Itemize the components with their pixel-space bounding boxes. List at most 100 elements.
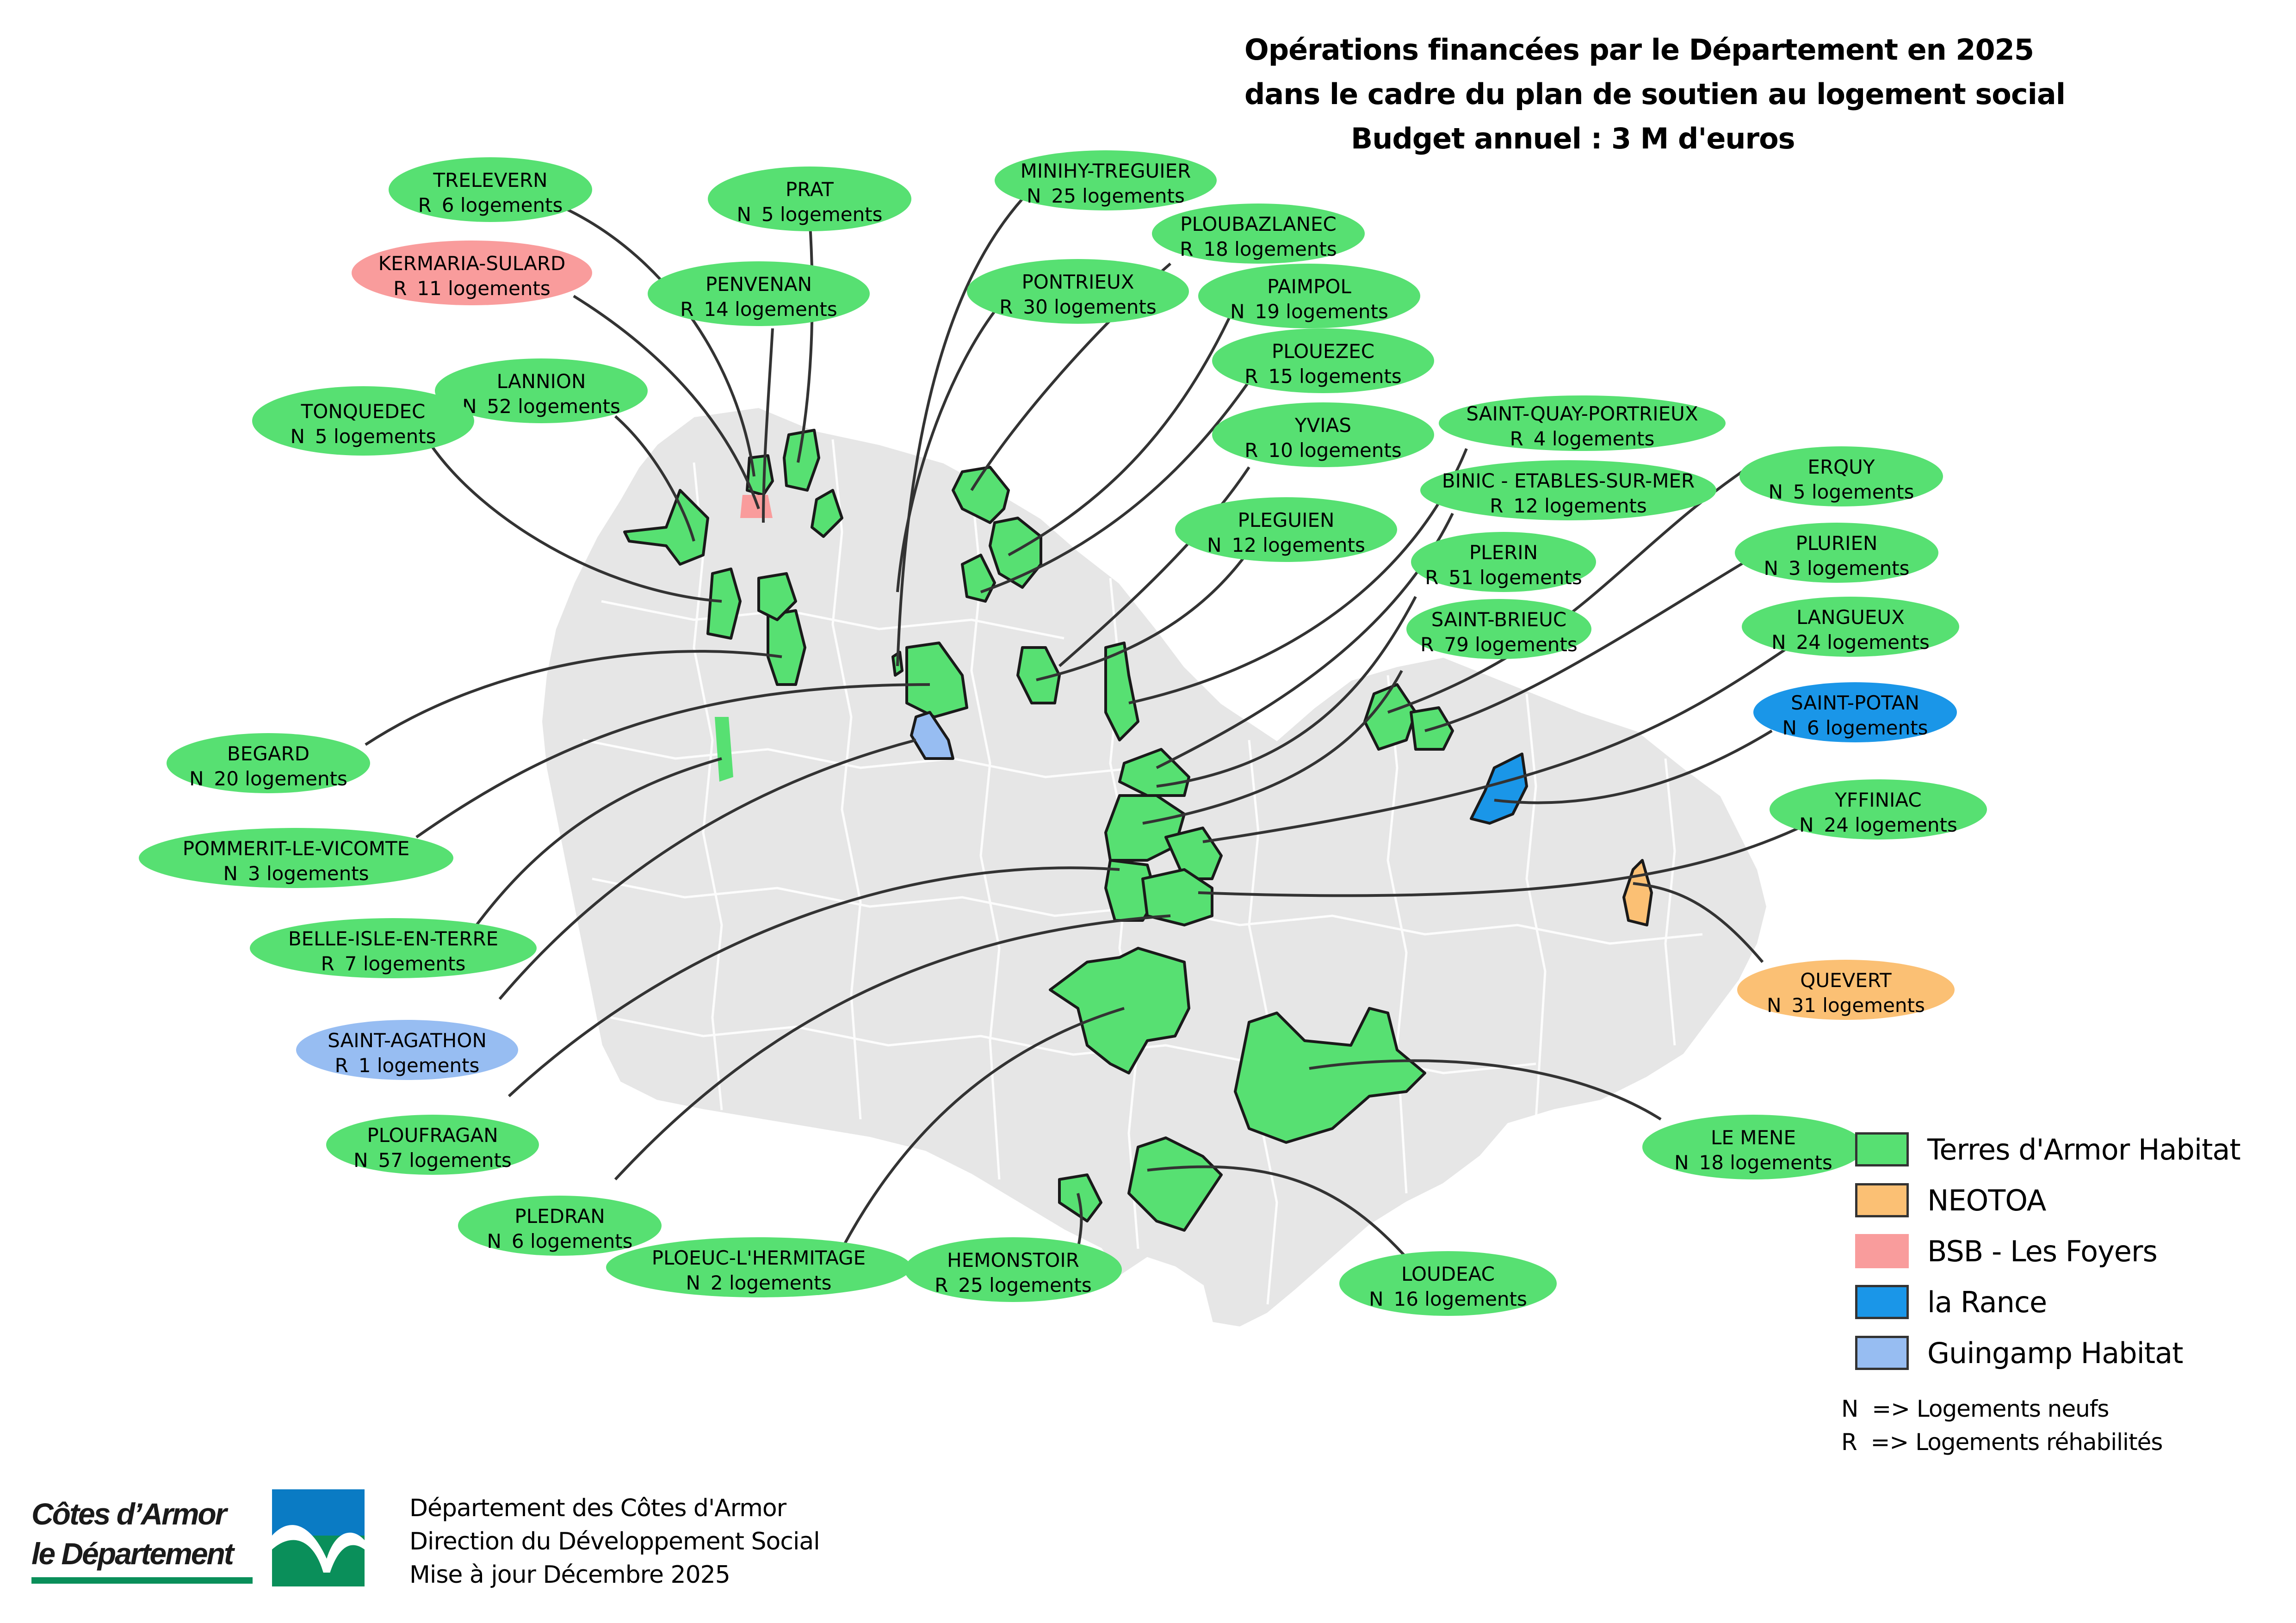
legend-note-n: N => Logements neufs bbox=[1841, 1395, 2109, 1422]
leader-lines bbox=[365, 198, 1810, 1264]
housing-count: 79 logements bbox=[1444, 633, 1577, 656]
leader-line-lannion bbox=[614, 415, 695, 542]
bubble-shape bbox=[1737, 960, 1955, 1020]
logo-line-1: Côtes d’Armor bbox=[31, 1497, 227, 1531]
department-logo: Côtes d’Armor le Département bbox=[31, 1489, 369, 1596]
housing-type: R bbox=[1244, 365, 1258, 388]
commune-name: BINIC - ETABLES-SUR-MER bbox=[1442, 469, 1695, 492]
leader-line-saint-agathon bbox=[498, 739, 916, 1000]
commune-shape-belle-isle bbox=[715, 717, 733, 782]
leader-line-yvias bbox=[1058, 466, 1250, 667]
housing-type: R bbox=[393, 277, 407, 300]
commune-name: PLERIN bbox=[1469, 541, 1538, 564]
housing-count: 3 logements bbox=[248, 862, 369, 885]
commune-name: LOUDEAC bbox=[1401, 1263, 1495, 1285]
commune-housing-count: N 2 logements bbox=[686, 1271, 831, 1294]
leader-line-belle-isle bbox=[475, 757, 722, 926]
bubble-shape bbox=[1406, 599, 1591, 659]
housing-type: N bbox=[1767, 994, 1781, 1017]
bubble-shape bbox=[389, 157, 592, 222]
commune-shape-saint-brieuc bbox=[1104, 794, 1186, 862]
housing-count: 20 logements bbox=[214, 767, 347, 790]
housing-count: 24 logements bbox=[1824, 814, 1957, 836]
commune-name: SAINT-QUAY-PORTRIEUX bbox=[1466, 402, 1698, 425]
commune-name: SAINT-BRIEUC bbox=[1431, 608, 1566, 631]
housing-type: N bbox=[1230, 300, 1244, 323]
commune-shape-saint-potan bbox=[1470, 753, 1528, 825]
housing-type: N bbox=[1027, 185, 1041, 207]
bubble-shape bbox=[1770, 779, 1987, 839]
bubble-shape bbox=[1175, 497, 1397, 562]
legend-label: BSB - Les Foyers bbox=[1927, 1234, 2158, 1268]
bubble-shape bbox=[1212, 402, 1434, 467]
commune-shape-lannion bbox=[623, 489, 709, 566]
housing-type: N bbox=[189, 767, 204, 790]
title-line-1: Opérations financées par le Département … bbox=[1244, 33, 2034, 67]
logo-wordmark: Côtes d’Armor le Département bbox=[31, 1494, 260, 1574]
commune-name: SAINT-AGATHON bbox=[328, 1029, 487, 1052]
housing-count: 10 logements bbox=[1268, 439, 1401, 462]
housing-type: R bbox=[999, 296, 1013, 318]
housing-count: 51 logements bbox=[1448, 566, 1582, 589]
logo-underline bbox=[31, 1577, 253, 1584]
leader-line-pontrieux bbox=[896, 304, 1001, 592]
leader-line-prat bbox=[797, 217, 814, 463]
housing-type: N bbox=[736, 203, 751, 226]
bubble-shape bbox=[1198, 264, 1420, 328]
commune-name: QUEVERT bbox=[1800, 969, 1892, 992]
department-landmass bbox=[540, 406, 1769, 1329]
bubble-shape bbox=[606, 1237, 911, 1297]
commune-shape-ploufragan bbox=[1104, 859, 1158, 922]
housing-count: 18 logements bbox=[1203, 238, 1337, 260]
commune-shape-loudeac bbox=[1127, 1136, 1223, 1232]
commune-shape-saint-quay bbox=[1104, 642, 1139, 741]
commune-shape-penvenan2 bbox=[757, 572, 797, 621]
commune-borders bbox=[582, 439, 1703, 1305]
commune-name: HEMONSTOIR bbox=[947, 1249, 1079, 1271]
commune-name: SAINT-POTAN bbox=[1791, 691, 1919, 714]
housing-count: 2 logements bbox=[711, 1271, 832, 1294]
leader-line-paimpol bbox=[1008, 304, 1237, 556]
bubble-shape bbox=[1735, 523, 1938, 583]
housing-count: 19 logements bbox=[1255, 300, 1388, 323]
housing-type: N bbox=[686, 1271, 700, 1294]
housing-count: 7 logements bbox=[345, 952, 466, 975]
bubble-shape bbox=[1411, 532, 1596, 592]
housing-count: 14 logements bbox=[704, 298, 837, 321]
housing-count: 6 logements bbox=[1807, 716, 1928, 739]
housing-count: 5 logements bbox=[1793, 481, 1914, 503]
leader-line-pledran bbox=[614, 914, 1171, 1181]
commune-name: BEGARD bbox=[227, 742, 309, 765]
commune-name: BELLE-ISLE-EN-TERRE bbox=[288, 927, 498, 950]
housing-type: N bbox=[1369, 1288, 1383, 1310]
leader-line-begard bbox=[365, 650, 782, 746]
bubble-shape bbox=[904, 1237, 1122, 1302]
commune-name: PLOUEZEC bbox=[1272, 340, 1374, 363]
housing-count: 57 logements bbox=[378, 1149, 512, 1172]
housing-type: N bbox=[1799, 814, 1813, 836]
commune-shape-paimpol bbox=[952, 466, 1010, 524]
commune-shape-saint-agathon bbox=[910, 711, 954, 760]
